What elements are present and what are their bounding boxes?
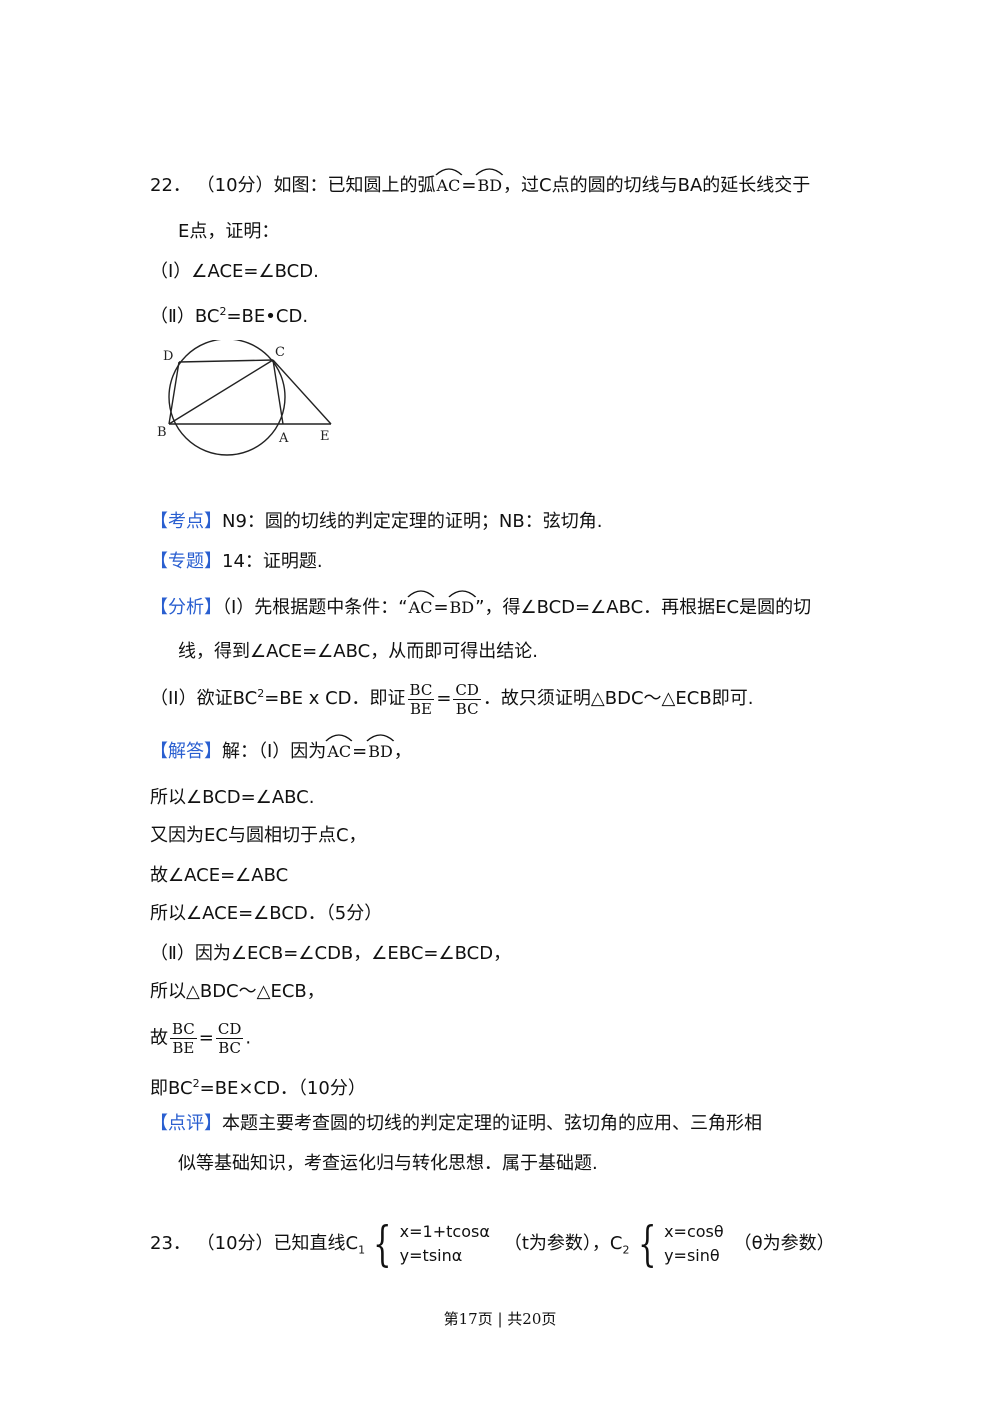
q22-part1: （Ⅰ）∠ACE=∠BCD. bbox=[150, 261, 319, 282]
dianping-text1: 本题主要考查圆的切线的判定定理的证明、弦切角的应用、三角形相 bbox=[222, 1113, 762, 1134]
label-c: C bbox=[275, 345, 285, 360]
fenxi-line3-c: ．故只须证明△BDC～△ECB即可. bbox=[482, 688, 754, 709]
geometry-figure: D C B A E bbox=[157, 340, 332, 456]
circle bbox=[168, 340, 286, 456]
label-e: E bbox=[320, 429, 330, 444]
sys2-line2: y=sinθ bbox=[664, 1246, 720, 1265]
chord-ca bbox=[272, 359, 284, 425]
chord-db bbox=[168, 361, 180, 425]
q22-number: 22． bbox=[150, 175, 191, 196]
fenxi-line1-a: （I）先根据题中条件：“ bbox=[222, 597, 408, 618]
fenxi-line1: 【分析】（I）先根据题中条件：“AC=BD”，得∠BCD=∠ABC．再根据EC是… bbox=[150, 590, 812, 622]
q23-stem-a: 已知直线C bbox=[273, 1233, 359, 1254]
jieda-line9-sup: 2 bbox=[192, 1077, 200, 1090]
jieda-eq: = bbox=[352, 741, 368, 762]
page-footer: 第17页 | 共20页 bbox=[443, 1310, 557, 1328]
arc-ac: AC bbox=[434, 168, 462, 200]
jieda-line3: 又因为EC与圆相切于点C， bbox=[150, 825, 367, 846]
zhuanti-text: 14：证明题. bbox=[222, 551, 323, 572]
q23-param2: （θ为参数） bbox=[733, 1233, 835, 1254]
zhuanti: 【专题】14：证明题. bbox=[150, 548, 323, 576]
sys1-line2: y=tsinα bbox=[399, 1246, 463, 1265]
jieda-line4: 故∠ACE=∠ABC bbox=[150, 865, 289, 886]
jieda-line9-b: =BE×CD．（10分） bbox=[199, 1078, 366, 1099]
q23-sub2: 2 bbox=[622, 1243, 630, 1257]
chord-dc bbox=[178, 359, 274, 363]
kaodian-tag: 【考点】 bbox=[150, 511, 222, 532]
jieda-line6: （Ⅱ）因为∠ECB=∠CDB，∠EBC=∠BCD， bbox=[150, 943, 512, 964]
arc-bd: BD bbox=[447, 590, 476, 622]
q23-sub1: 1 bbox=[358, 1243, 366, 1257]
jieda-line9: 即BC2=BE×CD．（10分） bbox=[150, 1070, 366, 1103]
fenxi-line2: 线，得到∠ACE=∠ABC，从而即可得出结论. bbox=[178, 641, 538, 662]
label-a: A bbox=[278, 431, 289, 446]
q22-part2: （Ⅱ）BC2=BE•CD. bbox=[150, 298, 308, 331]
kaodian-text: N9：圆的切线的判定定理的证明；NB：弦切角. bbox=[222, 511, 603, 532]
q22-part2-sup: 2 bbox=[219, 305, 227, 318]
q22-score: （10分） bbox=[196, 175, 274, 196]
jieda-line1-a: 解：（Ⅰ）因为 bbox=[222, 741, 327, 762]
arc-bd: BD bbox=[475, 168, 504, 200]
fenxi-line1-b: ”，得∠BCD=∠ABC．再根据EC是圆的切 bbox=[475, 597, 812, 618]
q22-part2-a: （Ⅱ）BC bbox=[150, 306, 220, 327]
dianping-tag: 【点评】 bbox=[150, 1113, 222, 1134]
fenxi-eq: = bbox=[433, 597, 449, 618]
kaodian: 【考点】N9：圆的切线的判定定理的证明；NB：弦切角. bbox=[150, 508, 602, 536]
jieda-tag: 【解答】 bbox=[150, 741, 222, 762]
fenxi-line3-b: =BE x CD．即证 bbox=[264, 688, 406, 709]
q22-stem-b: ，过C点的圆的切线与BA的延长线交于 bbox=[503, 175, 811, 196]
jieda-frac-eq: = bbox=[198, 1027, 214, 1049]
zhuanti-tag: 【专题】 bbox=[150, 551, 222, 572]
fenxi-line3-sup: 2 bbox=[257, 687, 265, 700]
tangent-ce bbox=[272, 359, 332, 425]
jieda-line2: 所以∠BCD=∠ABC. bbox=[150, 787, 315, 808]
q22-part2-b: =BE•CD. bbox=[226, 306, 309, 327]
fenxi-tag: 【分析】 bbox=[150, 597, 222, 618]
jieda-line5: 所以∠ACE=∠BCD．（5分） bbox=[150, 903, 383, 924]
q22-eq: = bbox=[461, 175, 477, 196]
label-b: B bbox=[157, 425, 167, 440]
arc-ac: AC bbox=[407, 590, 435, 622]
dianping-line2: 似等基础知识，考查运化归与转化思想．属于基础题. bbox=[178, 1153, 598, 1174]
q22-stem-a: 如图：已知圆上的弧 bbox=[273, 175, 436, 196]
sys1-line1: x=1+tcosα bbox=[399, 1222, 490, 1241]
fenxi-frac-eq: = bbox=[436, 688, 452, 709]
jieda-line8-a: 故 bbox=[150, 1027, 168, 1049]
jieda-line9-a: 即BC bbox=[150, 1078, 193, 1099]
arc-ac: AC bbox=[325, 734, 353, 766]
q22-stem-line2: E点，证明： bbox=[178, 221, 280, 242]
sys2-line1: x=cosθ bbox=[664, 1222, 724, 1241]
label-d: D bbox=[163, 349, 173, 364]
jieda-line1-b: ， bbox=[393, 741, 412, 762]
q23-number: 23． bbox=[150, 1233, 191, 1254]
jieda-line7: 所以△BDC～△ECB， bbox=[150, 981, 325, 1002]
fenxi-line3-a: （II）欲证BC bbox=[150, 688, 258, 709]
q23-param1: （t为参数），C bbox=[503, 1233, 623, 1254]
arc-bd: BD bbox=[366, 734, 395, 766]
q23-score: （10分） bbox=[196, 1233, 274, 1254]
jieda-line8-b: . bbox=[245, 1027, 252, 1049]
chord-bc bbox=[168, 359, 274, 425]
dianping-line1: 【点评】本题主要考查圆的切线的判定定理的证明、弦切角的应用、三角形相 bbox=[150, 1110, 762, 1138]
